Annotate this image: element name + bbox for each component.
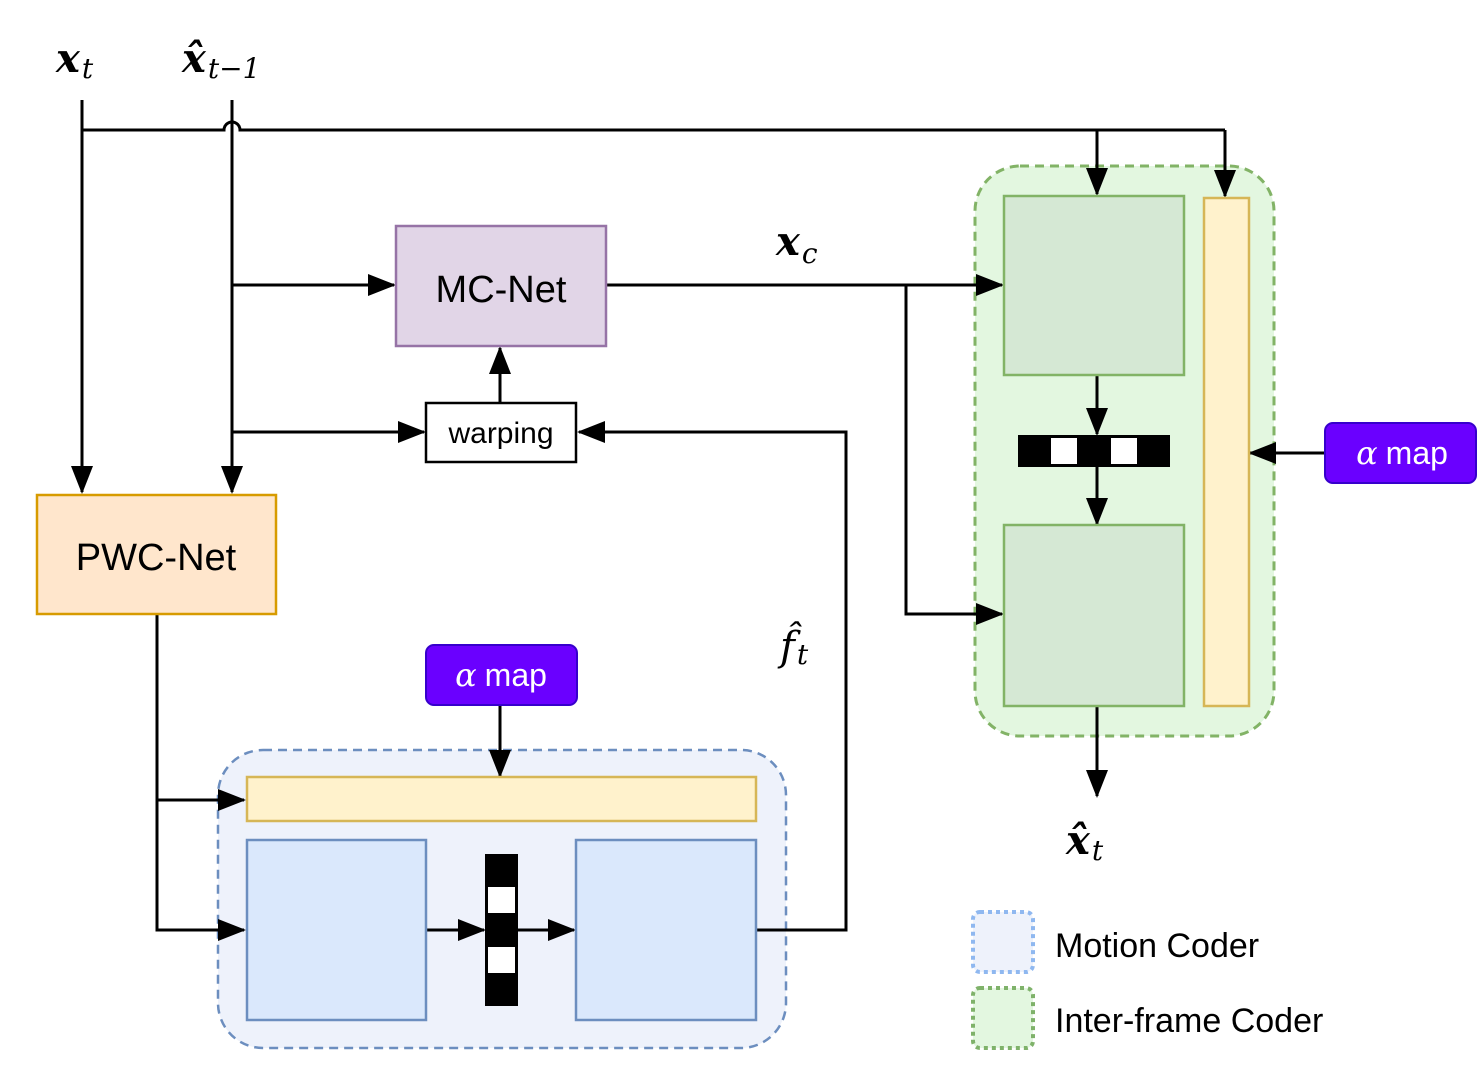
inter-latent-bar — [1018, 435, 1170, 467]
mc-net-label: MC-Net — [436, 269, 567, 311]
input-label-x-t: xt — [55, 35, 94, 85]
input-label-x-hat-prev: x̂t−1 — [181, 35, 260, 85]
pwc-net-block: PWC-Net — [35, 493, 278, 616]
legend-item-motion-coder: Motion Coder — [971, 910, 1259, 974]
warping-block: warping — [424, 401, 578, 464]
signal-label-f-hat-t: f̂t — [777, 622, 809, 671]
wires — [71, 100, 1325, 941]
motion-decoder-block — [574, 838, 758, 1022]
signal-label-x-c: xc — [775, 218, 818, 270]
motion-encoder-block — [245, 838, 428, 1022]
inter-encoder-block — [1002, 194, 1186, 377]
output-label-x-hat-t: x̂t — [1065, 817, 1104, 867]
legend-label-inter-frame-coder: Inter-frame Coder — [1055, 1002, 1323, 1040]
pwc-net-label: PWC-Net — [76, 537, 237, 579]
legend-item-inter-frame-coder: Inter-frame Coder — [971, 986, 1323, 1050]
inter-decoder-block — [1002, 523, 1186, 708]
motion-condition-bar — [245, 775, 758, 823]
legend-label-motion-coder: Motion Coder — [1055, 927, 1259, 965]
motion-latent-bar — [485, 854, 518, 1006]
inter-condition-bar — [1202, 196, 1251, 708]
legend: Motion Coder Inter-frame Coder — [971, 910, 1323, 1050]
mc-net-block: MC-Net — [394, 224, 608, 348]
warping-label: warping — [447, 417, 553, 450]
